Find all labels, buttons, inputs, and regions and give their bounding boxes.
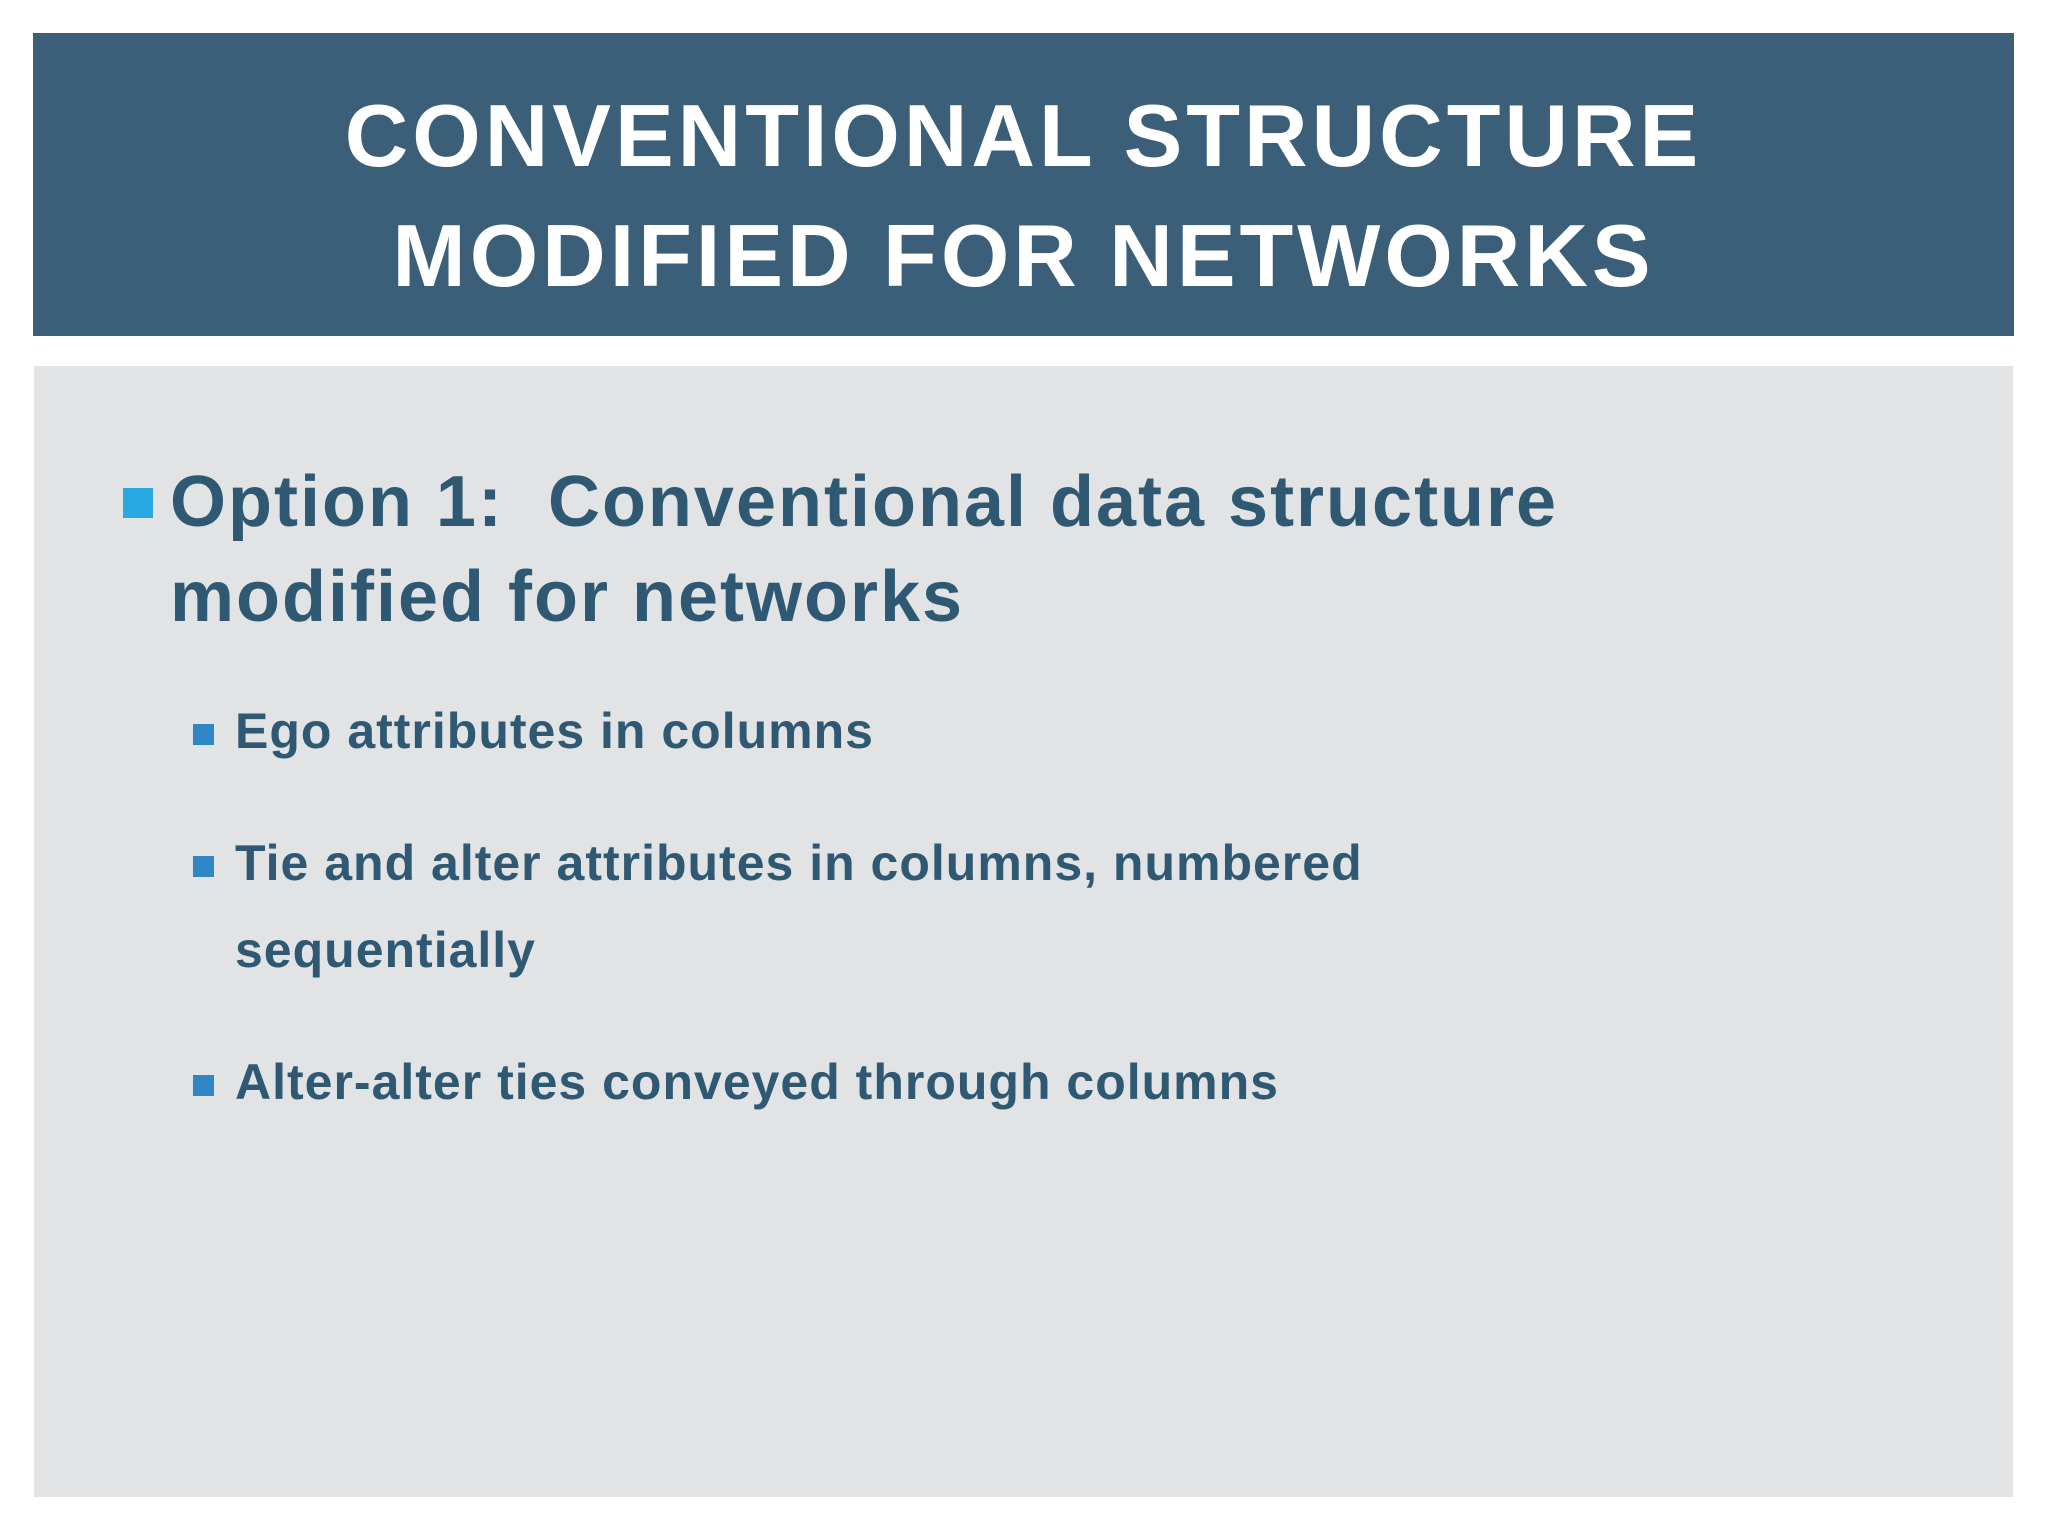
bullet-text-option-1: Option 1: Conventional data structure mo… (170, 462, 1559, 637)
slide-header-band: CONVENTIONAL STRUCTURE MODIFIED FOR NETW… (33, 33, 2014, 336)
bullet-text-alter-alter-ties: Alter-alter ties conveyed through column… (235, 1054, 1279, 1110)
square-bullet-icon (193, 856, 214, 877)
sub-bullet-list: Ego attributes in columns Tie and alter … (193, 688, 1943, 1126)
bullet-text-tie-alter-attributes: Tie and alter attributes in columns, num… (235, 835, 1363, 978)
square-bullet-icon (193, 1075, 214, 1096)
slide-title: CONVENTIONAL STRUCTURE MODIFIED FOR NETW… (344, 85, 1703, 305)
bullet-text-ego-attributes: Ego attributes in columns (235, 703, 874, 759)
list-item: Ego attributes in columns (193, 688, 1943, 775)
list-item: Alter-alter ties conveyed through column… (193, 1039, 1943, 1126)
list-item: Tie and alter attributes in columns, num… (193, 820, 1943, 994)
square-bullet-icon (123, 488, 153, 518)
square-bullet-icon (193, 724, 214, 745)
slide-body-panel: Option 1: Conventional data structure mo… (34, 366, 2013, 1497)
list-item: Option 1: Conventional data structure mo… (123, 455, 1943, 645)
